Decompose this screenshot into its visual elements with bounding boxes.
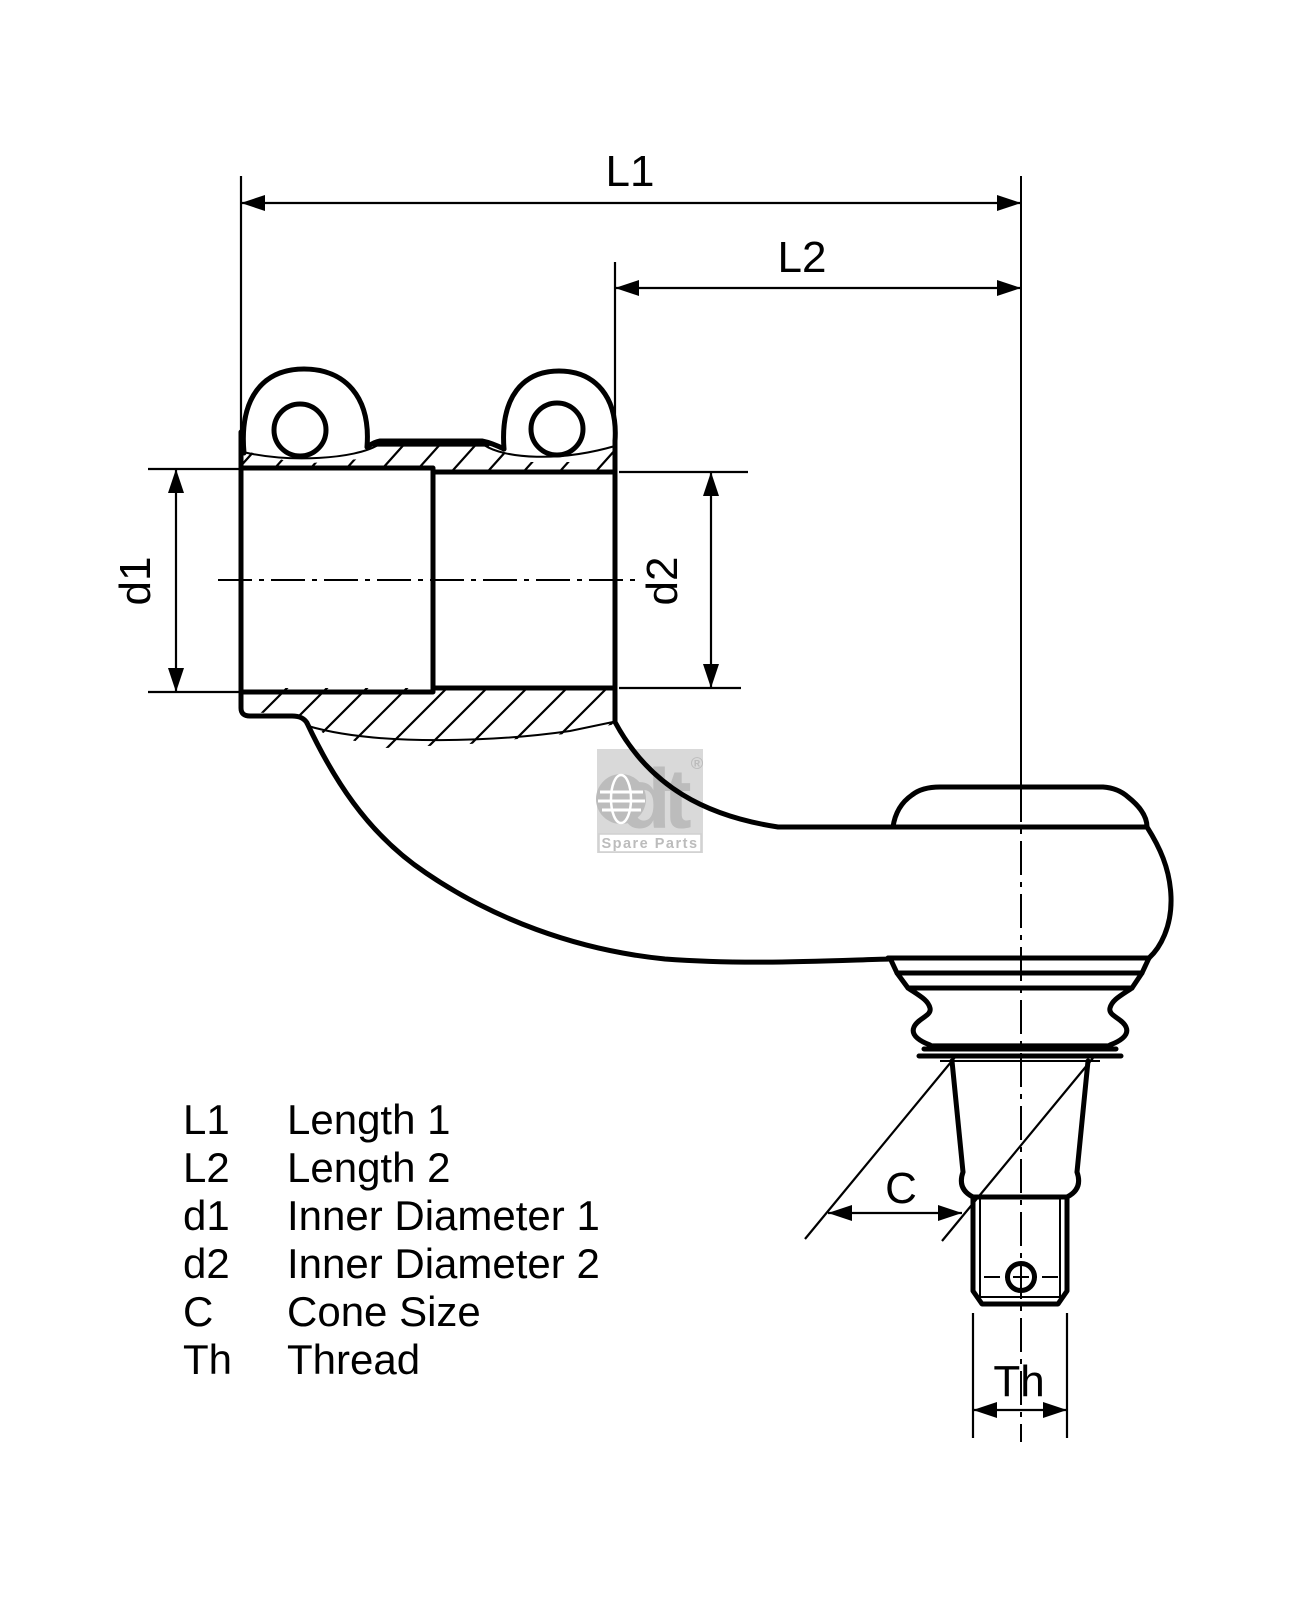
arm-lower-contour xyxy=(304,720,893,965)
legend-row: Th Thread xyxy=(183,1336,420,1383)
left-lobe-hole xyxy=(271,401,329,459)
legend-code: Th xyxy=(183,1336,232,1383)
registered-mark: ® xyxy=(691,754,704,773)
d1-extension-lines xyxy=(148,467,239,694)
cone-stud xyxy=(949,1058,1091,1175)
inter-lobe-plateau xyxy=(364,438,507,452)
strip-boundary xyxy=(242,444,616,460)
legend-code: d1 xyxy=(183,1192,230,1239)
dt-watermark-logo: dt ® Spare Parts xyxy=(596,749,704,853)
bottom-boundary xyxy=(307,721,614,742)
thread-section xyxy=(970,1194,1070,1307)
globe-icon xyxy=(596,773,646,825)
legend-description: Length 1 xyxy=(287,1096,451,1143)
legend-description: Inner Diameter 1 xyxy=(287,1192,600,1239)
dimensions: L1 L2 d1 d2 C Th xyxy=(111,147,1094,1438)
legend: L1 Length 1 L2 Length 2 d1 Inner Diamete… xyxy=(183,1096,600,1383)
legend-row: C Cone Size xyxy=(183,1288,481,1335)
legend-description: Length 2 xyxy=(287,1144,451,1191)
legend-row: L1 Length 1 xyxy=(183,1096,451,1143)
legend-description: Inner Diameter 2 xyxy=(287,1240,600,1287)
legend-code: C xyxy=(183,1288,213,1335)
boot-bellows xyxy=(887,955,1152,1062)
legend-description: Thread xyxy=(287,1336,420,1383)
bore-section-2 xyxy=(430,469,618,691)
housing-right-side xyxy=(1144,824,1174,961)
l1-label: L1 xyxy=(606,147,655,196)
legend-code: L2 xyxy=(183,1144,230,1191)
arm-upper-contour xyxy=(612,719,1150,830)
right-lobe-hole xyxy=(528,400,586,458)
bushing-left-face xyxy=(238,429,310,726)
d2-label: d2 xyxy=(638,557,687,606)
th-label: Th xyxy=(993,1357,1044,1406)
left-lobe xyxy=(240,366,370,456)
d2-extension-lines xyxy=(619,470,748,690)
legend-row: d1 Inner Diameter 1 xyxy=(183,1192,600,1239)
legend-row: d2 Inner Diameter 2 xyxy=(183,1240,600,1287)
legend-row: L2 Length 2 xyxy=(183,1144,451,1191)
watermark-caption-box xyxy=(598,833,702,853)
watermark-caption: Spare Parts xyxy=(601,836,698,852)
stud-neck xyxy=(958,1169,1082,1200)
c-label: C xyxy=(885,1164,917,1213)
bore-section-1 xyxy=(238,465,436,695)
legend-code: L1 xyxy=(183,1096,230,1143)
right-lobe xyxy=(501,368,618,452)
d1-label: d1 xyxy=(111,557,160,606)
centerlines xyxy=(218,176,1058,1442)
legend-code: d2 xyxy=(183,1240,230,1287)
legend-description: Cone Size xyxy=(287,1288,481,1335)
section-hatching-bottom xyxy=(241,686,616,748)
l2-label: L2 xyxy=(778,233,827,282)
